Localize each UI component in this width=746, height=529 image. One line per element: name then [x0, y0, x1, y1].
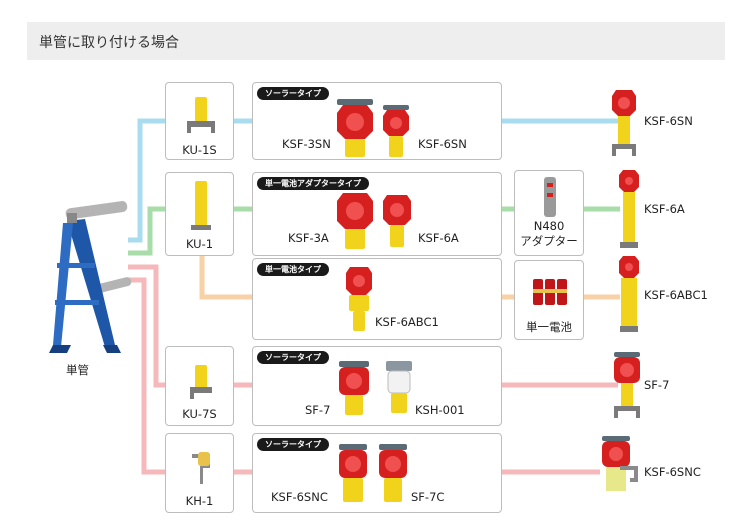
bracket-box-ku-1s: KU-1S [165, 82, 234, 160]
result-label: KSF-6SNC [644, 465, 701, 479]
bracket-icon [187, 97, 215, 133]
bracket-box-ku-1: KU-1 [165, 172, 234, 256]
accessory-label: アダプター [520, 234, 578, 248]
warning-light-icon [383, 105, 409, 157]
warning-light-icon [383, 195, 411, 247]
product-label: KSF-3A [288, 231, 329, 245]
section-header: 単管に取り付ける場合 [27, 22, 725, 60]
warning-light-icon [339, 361, 369, 415]
warning-light-icon [386, 361, 412, 413]
type-tag: 単一電池タイプ [257, 263, 329, 276]
mounted-light-icon [612, 90, 636, 156]
product-label: KSF-6SNC [271, 490, 328, 504]
product-label: KSF-6SN [418, 137, 467, 151]
bracket-label: KU-1S [182, 143, 217, 157]
product-label: SF-7 [305, 403, 331, 417]
warning-light-icon [346, 267, 372, 331]
accessory-box-battery: 単一電池 [514, 260, 584, 340]
pipe-label: 単管 [66, 363, 89, 377]
line-row-5 [128, 277, 165, 475]
accessory-label: N480 [533, 219, 565, 233]
warning-light-icon [379, 444, 407, 502]
product-box-row-5: ソーラータイプ KSF-6SNC SF-7C [252, 433, 502, 513]
mounted-light-icon [619, 170, 639, 248]
line-row-1 [128, 118, 165, 243]
product-label: KSF-6A [418, 231, 459, 245]
bracket-icon [190, 365, 212, 399]
result-label: KSF-6ABC1 [644, 288, 708, 302]
bracket-box-ku-7s: KU-7S [165, 346, 234, 426]
type-tag: ソーラータイプ [257, 87, 329, 100]
result-label: SF-7 [644, 378, 670, 392]
bracket-icon [191, 181, 211, 230]
warning-light-icon [337, 99, 373, 157]
product-box-row-2: 単一電池アダプタータイプ KSF-3A KSF-6A [252, 172, 502, 256]
line-row-2 [128, 206, 165, 256]
product-box-row-4: ソーラータイプ SF-7 KSH-001 [252, 346, 502, 426]
clamp-icon [192, 452, 210, 484]
product-label: KSF-3SN [282, 137, 331, 151]
section-title: 単管に取り付ける場合 [39, 35, 179, 51]
accessory-box-adapter: N480 アダプター [514, 170, 584, 256]
battery-icon [533, 279, 567, 305]
type-tag: ソーラータイプ [257, 438, 329, 451]
product-box-row-3: 単一電池タイプ KSF-6ABC1 [252, 258, 502, 340]
warning-light-icon [337, 193, 373, 249]
line-row-3 [199, 256, 252, 300]
mounted-light-icon [602, 436, 638, 491]
type-tag: 単一電池アダプタータイプ [257, 177, 369, 190]
product-label: KSH-001 [415, 403, 465, 417]
bracket-label: KU-1 [185, 237, 214, 251]
pipe-stand-icon [49, 201, 132, 353]
result-label: KSF-6A [644, 202, 685, 216]
mounted-light-icon [619, 256, 639, 332]
type-tag: ソーラータイプ [257, 351, 329, 364]
bracket-label: KU-7S [182, 407, 217, 421]
result-label: KSF-6SN [644, 114, 693, 128]
product-label: KSF-6ABC1 [375, 315, 439, 329]
adapter-icon [544, 177, 556, 217]
bracket-label: KH-1 [185, 494, 214, 508]
product-box-row-1: ソーラータイプ KSF-3SN KSF-6SN [252, 82, 502, 160]
line-row-4 [128, 264, 165, 388]
mounted-light-icon [614, 352, 640, 418]
product-label: SF-7C [411, 490, 445, 504]
bracket-box-kh-1: KH-1 [165, 433, 234, 513]
warning-light-icon [339, 444, 367, 502]
accessory-label: 単一電池 [526, 320, 572, 334]
